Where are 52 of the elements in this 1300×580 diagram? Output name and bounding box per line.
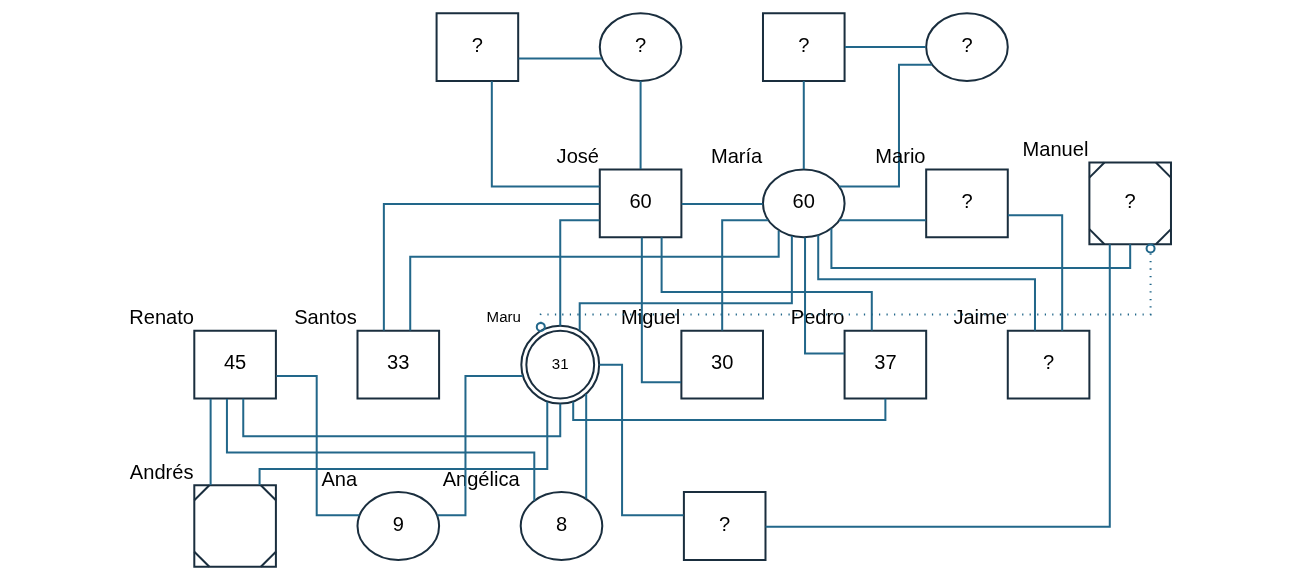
node-ellipse: 60 — [761, 168, 846, 239]
node-label: José — [556, 144, 600, 167]
connector — [535, 243, 1156, 332]
node-box: 60 — [598, 168, 683, 239]
node-box: ? — [761, 12, 846, 82]
connector — [660, 237, 873, 331]
node-box: 37 — [843, 329, 928, 400]
connector — [844, 46, 926, 49]
connector — [817, 235, 1036, 331]
connector — [839, 219, 926, 222]
connector — [276, 375, 360, 517]
node-box: ? — [1006, 329, 1091, 400]
connector — [409, 230, 780, 331]
node-label: Jaime — [953, 306, 1007, 329]
connector — [802, 81, 805, 169]
connector — [599, 363, 684, 517]
connector — [1007, 214, 1064, 331]
connector — [830, 228, 1132, 270]
connector — [518, 57, 602, 60]
connector — [225, 398, 536, 501]
node-box: 45 — [193, 329, 277, 400]
node-label: María — [710, 144, 763, 167]
node-ellipse: ? — [598, 12, 683, 82]
connector — [382, 203, 600, 331]
node-label: Andrés — [129, 460, 194, 483]
connector — [578, 236, 793, 331]
node-box: ? — [682, 491, 767, 561]
connector — [585, 393, 588, 499]
node-label: Manuel — [1022, 138, 1089, 161]
node-label: Ana — [321, 467, 358, 490]
node-box: 33 — [356, 329, 441, 400]
node-circle: 31 — [520, 324, 601, 405]
connector — [839, 63, 932, 188]
node-box: 30 — [680, 329, 764, 400]
connector — [721, 219, 769, 331]
connector — [242, 398, 562, 438]
node-box: ? — [925, 168, 1009, 239]
node-ellipse: 9 — [356, 491, 441, 561]
connector — [572, 398, 887, 421]
connector — [437, 375, 523, 517]
node-label: Renato — [129, 306, 195, 329]
node-ellipse: ? — [925, 12, 1009, 82]
connector — [765, 244, 1111, 528]
node-ellipse: 8 — [519, 491, 604, 561]
connector — [209, 398, 212, 485]
connector — [490, 81, 600, 188]
node-label: Maru — [486, 307, 521, 325]
node-box: ? — [435, 12, 520, 82]
connector — [681, 203, 763, 205]
connector — [559, 219, 600, 326]
connector — [639, 81, 642, 169]
node-label: Santos — [294, 306, 357, 329]
